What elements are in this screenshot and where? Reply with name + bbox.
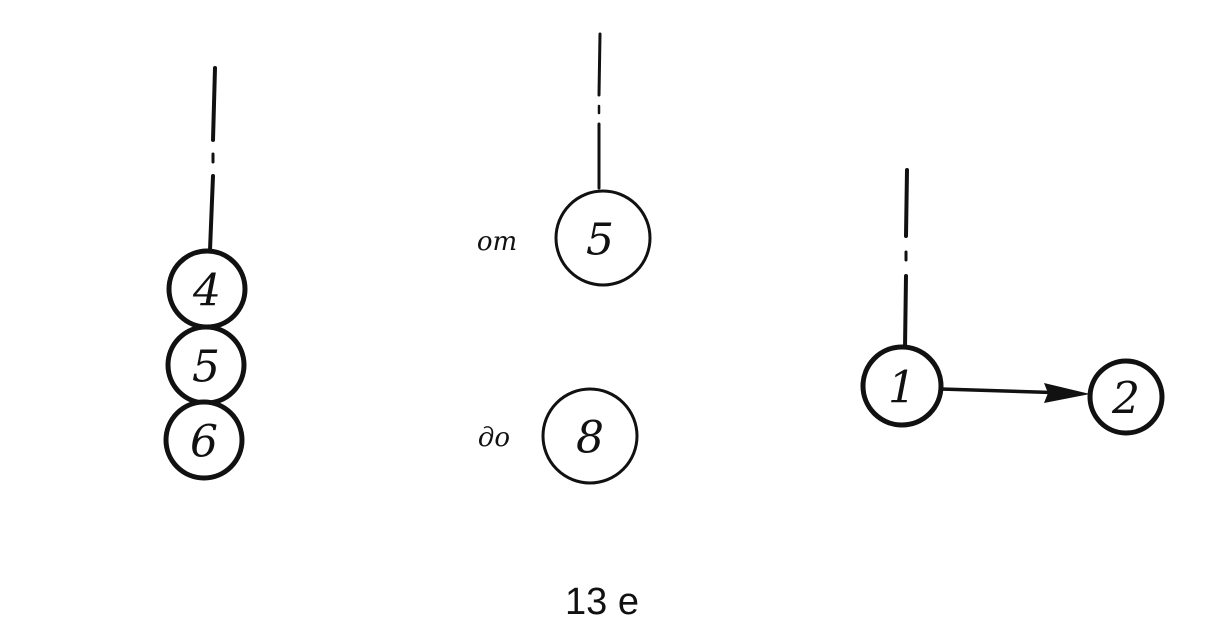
figure-caption: 13 е bbox=[565, 581, 639, 620]
to-label: до bbox=[478, 423, 510, 453]
node-circle bbox=[860, 344, 944, 428]
node-label: 5 bbox=[586, 215, 614, 266]
leader-line bbox=[597, 32, 602, 97]
node-label: 8 bbox=[576, 413, 604, 464]
arrow-head-icon bbox=[1044, 383, 1090, 403]
arrow-node-group: 1 2 bbox=[860, 168, 1165, 436]
node-label: 2 bbox=[1111, 374, 1140, 425]
from-to-node-group: от 5 до 8 bbox=[477, 32, 652, 485]
node-circle bbox=[1087, 358, 1165, 436]
node-circle bbox=[541, 387, 639, 485]
node-label: 6 bbox=[190, 417, 218, 468]
leader-line bbox=[903, 274, 908, 350]
node-circle bbox=[163, 399, 245, 481]
stacked-node-group: 4 5 6 bbox=[163, 66, 248, 481]
arrow-shaft bbox=[939, 387, 1070, 395]
node-label: 5 bbox=[192, 342, 220, 393]
node-label: 1 bbox=[888, 363, 916, 414]
leader-line bbox=[904, 168, 909, 238]
leader-line bbox=[211, 66, 217, 142]
leader-line bbox=[208, 174, 215, 252]
node-label: 4 bbox=[192, 266, 221, 317]
from-label: от bbox=[477, 227, 517, 257]
node-circle bbox=[554, 189, 652, 287]
